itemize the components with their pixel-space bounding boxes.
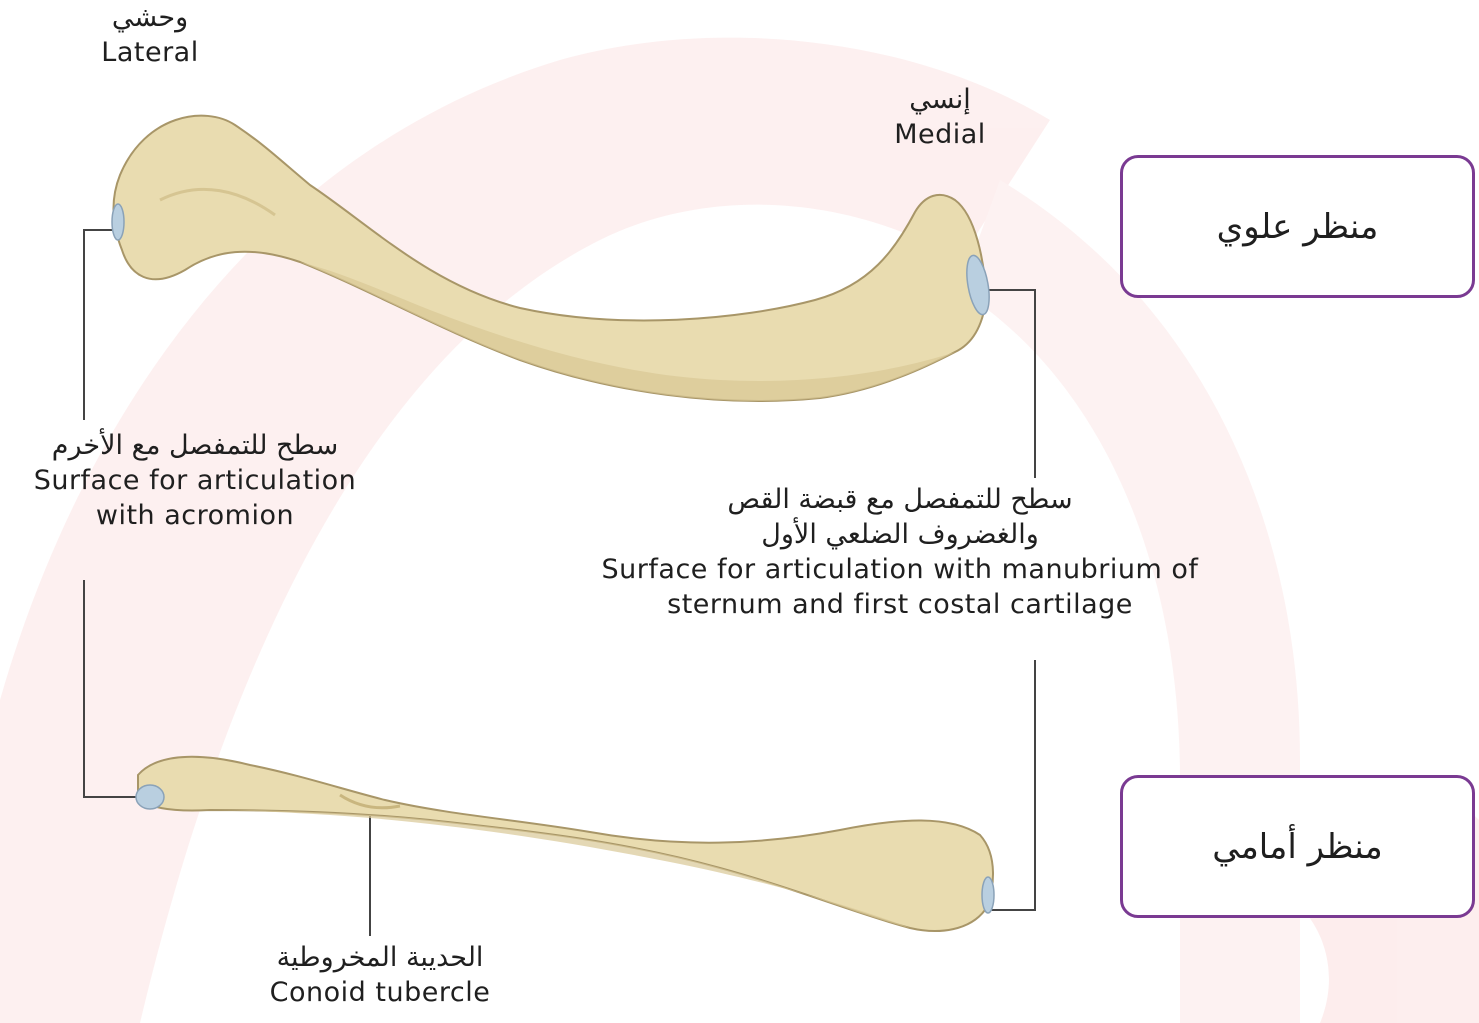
- conoid-tubercle-label-en: Conoid tubercle: [220, 975, 540, 1010]
- superior-view-box: منظر علوي: [1120, 155, 1475, 298]
- acromial-articular-surface-anterior: [136, 785, 164, 809]
- medial-label: إنسي Medial: [850, 82, 1030, 152]
- acromion-surface-label-ar: سطح للتمفصل مع الأخرم: [0, 428, 390, 463]
- sternal-surface-label: سطح للتمفصل مع قبضة القص والغضروف الضلعي…: [540, 482, 1260, 622]
- acromion-surface-label-en-2: with acromion: [0, 498, 390, 533]
- conoid-tubercle-label-ar: الحديبة المخروطية: [220, 940, 540, 975]
- clavicle-anterior-body: [138, 757, 993, 931]
- lateral-label-en: Lateral: [60, 35, 240, 70]
- leader-line-acromion-top: [84, 230, 118, 420]
- lateral-label-ar: وحشي: [60, 0, 240, 35]
- conoid-tubercle-label: الحديبة المخروطية Conoid tubercle: [220, 940, 540, 1010]
- sternal-surface-label-ar-2: والغضروف الضلعي الأول: [540, 517, 1260, 552]
- sternal-surface-label-en-2: sternum and first costal cartilage: [540, 587, 1260, 622]
- sternal-articular-surface-anterior: [982, 877, 994, 913]
- sternal-surface-label-ar-1: سطح للتمفصل مع قبضة القص: [540, 482, 1260, 517]
- medial-label-ar: إنسي: [850, 82, 1030, 117]
- acromion-surface-label: سطح للتمفصل مع الأخرم Surface for articu…: [0, 428, 390, 533]
- medial-label-en: Medial: [850, 117, 1030, 152]
- acromion-surface-label-en-1: Surface for articulation: [0, 463, 390, 498]
- clavicle-anterior-view: [136, 757, 994, 931]
- acromial-articular-surface-superior: [112, 204, 124, 240]
- lateral-label: وحشي Lateral: [60, 0, 240, 70]
- sternal-surface-label-en-1: Surface for articulation with manubrium …: [540, 552, 1260, 587]
- anterior-view-box: منظر أمامي: [1120, 775, 1475, 918]
